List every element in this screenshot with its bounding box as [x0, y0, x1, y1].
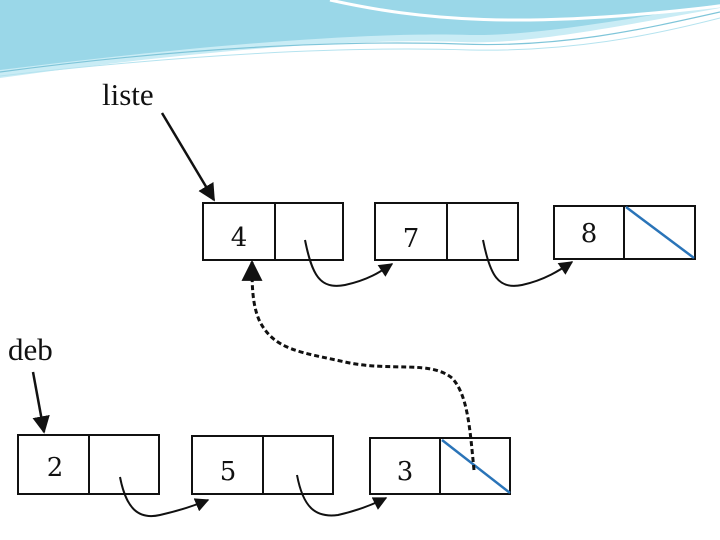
- node-value-bottom-3: 3: [396, 457, 414, 487]
- list-node-top-3: [553, 205, 696, 260]
- next-arrow-top-1: [304, 239, 394, 287]
- liste-pointer-arrow: [160, 112, 216, 202]
- deb-label: deb: [8, 332, 53, 367]
- null-pointer-slash: [625, 206, 695, 259]
- dashed-link-arrow: [241, 259, 476, 471]
- list-node-top-1: [202, 202, 344, 261]
- list-node-bottom-2: [191, 435, 334, 495]
- deb-pointer-arrow: [31, 371, 50, 434]
- node-value-bottom-2: 5: [219, 457, 237, 487]
- next-arrow-bottom-1: [119, 476, 210, 518]
- node-value-top-3: 8: [580, 219, 598, 249]
- list-node-bottom-1: [17, 434, 160, 495]
- header-wave: [0, 0, 720, 78]
- liste-label: liste: [102, 77, 154, 112]
- node-value-top-2: 7: [402, 224, 420, 254]
- node-value-bottom-1: 2: [46, 453, 64, 483]
- next-arrow-top-2: [482, 239, 574, 287]
- list-node-bottom-3: [369, 437, 511, 495]
- list-node-top-2: [374, 202, 519, 261]
- next-arrow-bottom-2: [296, 474, 388, 517]
- null-pointer-slash: [441, 439, 511, 494]
- node-value-top-1: 4: [230, 223, 248, 253]
